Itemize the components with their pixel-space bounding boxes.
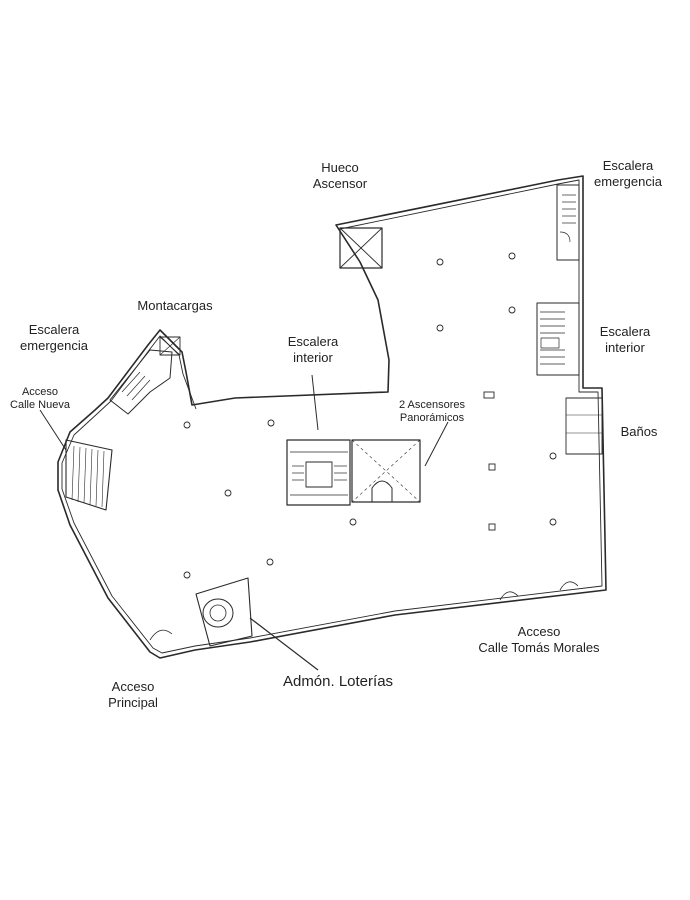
label-acceso-calle-nueva: Acceso Calle Nueva (10, 386, 70, 411)
label-banos: Baños (620, 424, 658, 439)
restrooms (565, 397, 603, 455)
column (349, 518, 357, 526)
column (508, 252, 516, 260)
elevator-shaft (339, 227, 383, 269)
label-escalera-interior-center: Escalera interior (287, 334, 339, 365)
label-escalera-interior-e: Escalera interior (599, 324, 651, 355)
column-square (483, 391, 495, 399)
door-principal (149, 629, 173, 641)
column (508, 306, 516, 314)
door-tomas-morales-1 (499, 591, 519, 601)
column-square (488, 463, 496, 471)
column (266, 558, 274, 566)
label-admon-loterias: Admón. Loterías (282, 673, 394, 690)
column-square (488, 523, 496, 531)
emergency-stair-west (109, 349, 173, 415)
freight-elevator (159, 336, 181, 356)
column (224, 489, 232, 497)
label-escalera-emergencia-ne: Escalera emergencia (594, 158, 662, 189)
column (549, 452, 557, 460)
door-tomas-morales-2 (559, 581, 579, 591)
leader-calle-nueva (39, 409, 67, 451)
column (183, 571, 191, 579)
outer-wall (57, 175, 607, 659)
leader-loterias (249, 617, 319, 671)
outer-wall-inner (61, 179, 603, 654)
column (183, 421, 191, 429)
column (267, 419, 275, 427)
interior-stair-center (286, 439, 351, 506)
leader-escalera-interior (311, 374, 319, 431)
label-acceso-tomas-morales: Acceso Calle Tomás Morales (478, 624, 600, 655)
label-acceso-principal: Acceso Principal (108, 679, 158, 710)
emergency-stair-ne (556, 184, 580, 261)
label-ascensores-panoramicos: 2 Ascensores Panorámicos (398, 399, 466, 424)
column (436, 324, 444, 332)
interior-stair-east (536, 302, 580, 376)
label-montacargas: Montacargas (137, 298, 213, 313)
label-hueco-ascensor: Hueco Ascensor (312, 160, 368, 191)
panoramic-elevators (351, 439, 421, 503)
column (436, 258, 444, 266)
lottery-kiosk (195, 577, 253, 647)
leader-ascensores (424, 421, 449, 467)
escalator-calle-nueva (65, 439, 113, 511)
label-escalera-emergencia-w: Escalera emergencia (20, 322, 88, 353)
column (549, 518, 557, 526)
